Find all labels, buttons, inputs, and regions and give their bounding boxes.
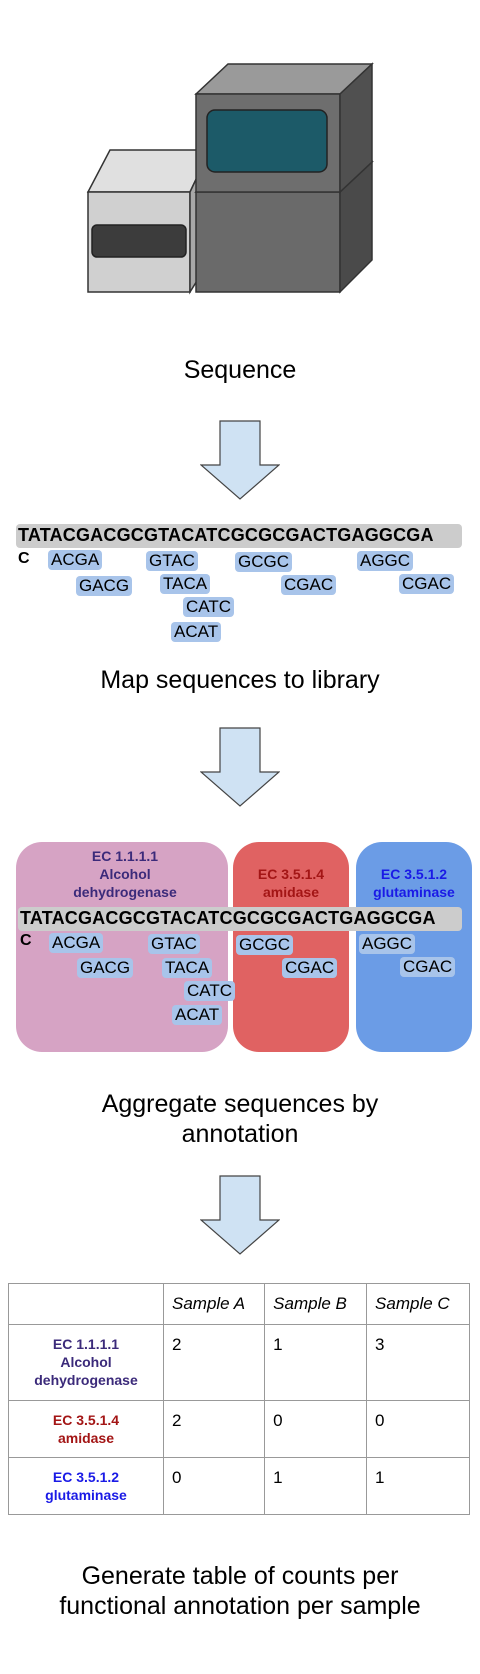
- ec-number: EC 1.1.1.1: [52, 1336, 120, 1352]
- step-aggregate-label: Aggregate sequences by annotation: [0, 1089, 480, 1149]
- table-header-cell: Sample A: [162, 1283, 266, 1325]
- table-header-cell: Sample C: [366, 1283, 470, 1325]
- annotation-label-glutaminase: EC 3.5.1.2 glutaminase: [356, 865, 472, 901]
- table-row: EC 3.5.1.4 amidase 2 0 0: [8, 1400, 470, 1458]
- read-gcgc: GCGC: [235, 552, 292, 572]
- ec-number: EC 3.5.1.4: [257, 866, 325, 882]
- row-annotation-adh: EC 1.1.1.1 Alcohol dehydrogenase: [8, 1324, 164, 1401]
- read-cgac: CGAC: [282, 958, 338, 978]
- read-acga: ACGA: [48, 550, 103, 570]
- read-gacg: GACG: [77, 958, 134, 978]
- table-header-cell: [8, 1283, 164, 1325]
- table-header-cell: Sample B: [264, 1283, 368, 1325]
- count-cell: 0: [264, 1400, 368, 1458]
- caption-line: annotation: [181, 1120, 299, 1148]
- enzyme-name: glutaminase: [373, 884, 455, 900]
- read-gcgc: GCGC: [236, 935, 293, 955]
- enzyme-name: Alcohol: [60, 1354, 112, 1370]
- read-acga: ACGA: [49, 933, 104, 953]
- read-aggc: AGGC: [359, 934, 416, 954]
- counts-table: Sample A Sample B Sample C EC 1.1.1.1 Al…: [8, 1283, 470, 1515]
- sequencer-machine-illustration: [86, 62, 374, 295]
- read-cgac: CGAC: [400, 957, 456, 977]
- caption-line: Aggregate sequences by: [101, 1090, 379, 1118]
- count-cell: 2: [162, 1324, 266, 1401]
- enzyme-name: dehydrogenase: [34, 1372, 138, 1388]
- enzyme-name: glutaminase: [45, 1487, 127, 1503]
- enzyme-name: amidase: [57, 1430, 115, 1446]
- enzyme-name: amidase: [262, 884, 320, 900]
- table-row: EC 1.1.1.1 Alcohol dehydrogenase 2 1 3: [8, 1324, 470, 1401]
- reference-sequence: TATACGACGCGTACATCGCGCGACTGAGGCGA: [18, 907, 462, 931]
- caption-line: functional annotation per sample: [59, 1592, 421, 1620]
- caption-line: Generate table of counts per: [81, 1562, 399, 1590]
- reference-sequence: TATACGACGCGTACATCGCGCGACTGAGGCGA: [16, 524, 462, 548]
- annotation-label-amidase: EC 3.5.1.4 amidase: [233, 865, 349, 901]
- count-cell: 2: [162, 1400, 266, 1458]
- read-taca: TACA: [162, 958, 213, 978]
- enzyme-name: dehydrogenase: [73, 884, 177, 900]
- down-arrow-icon: [200, 1175, 280, 1255]
- read-cgac: CGAC: [281, 575, 337, 595]
- step-map-label: Map sequences to library: [100, 666, 380, 694]
- count-cell: 0: [162, 1457, 266, 1515]
- ec-number: EC 3.5.1.2: [52, 1469, 120, 1485]
- down-arrow-icon: [200, 420, 280, 500]
- read-cgac: CGAC: [399, 574, 455, 594]
- row-annotation-glutaminase: EC 3.5.1.2 glutaminase: [8, 1457, 164, 1515]
- count-cell: 1: [264, 1457, 368, 1515]
- step-sequence-label: Sequence: [183, 356, 297, 384]
- table-row: EC 3.5.1.2 glutaminase 0 1 1: [8, 1457, 470, 1515]
- down-arrow-icon: [200, 727, 280, 807]
- sequence-overflow-char: C: [20, 932, 32, 949]
- row-annotation-amidase: EC 3.5.1.4 amidase: [8, 1400, 164, 1458]
- read-acat: ACAT: [172, 1005, 223, 1025]
- read-aggc: AGGC: [357, 551, 414, 571]
- sequence-overflow-char: C: [18, 550, 30, 567]
- read-gtac: GTAC: [146, 551, 198, 571]
- read-acat: ACAT: [171, 622, 222, 642]
- enzyme-name: Alcohol: [99, 866, 151, 882]
- step-generate-label: Generate table of counts per functional …: [0, 1561, 480, 1621]
- read-catc: CATC: [184, 981, 236, 1001]
- read-gacg: GACG: [76, 576, 133, 596]
- ec-number: EC 3.5.1.4: [52, 1412, 120, 1428]
- count-cell: 1: [366, 1457, 470, 1515]
- annotation-label-adh: EC 1.1.1.1 Alcohol dehydrogenase: [30, 847, 220, 901]
- read-taca: TACA: [160, 574, 211, 594]
- read-gtac: GTAC: [148, 934, 200, 954]
- ec-number: EC 3.5.1.2: [380, 866, 448, 882]
- table-header-row: Sample A Sample B Sample C: [8, 1283, 470, 1325]
- count-cell: 3: [366, 1324, 470, 1401]
- read-catc: CATC: [183, 597, 235, 617]
- count-cell: 1: [264, 1324, 368, 1401]
- count-cell: 0: [366, 1400, 470, 1458]
- ec-number: EC 1.1.1.1: [91, 848, 159, 864]
